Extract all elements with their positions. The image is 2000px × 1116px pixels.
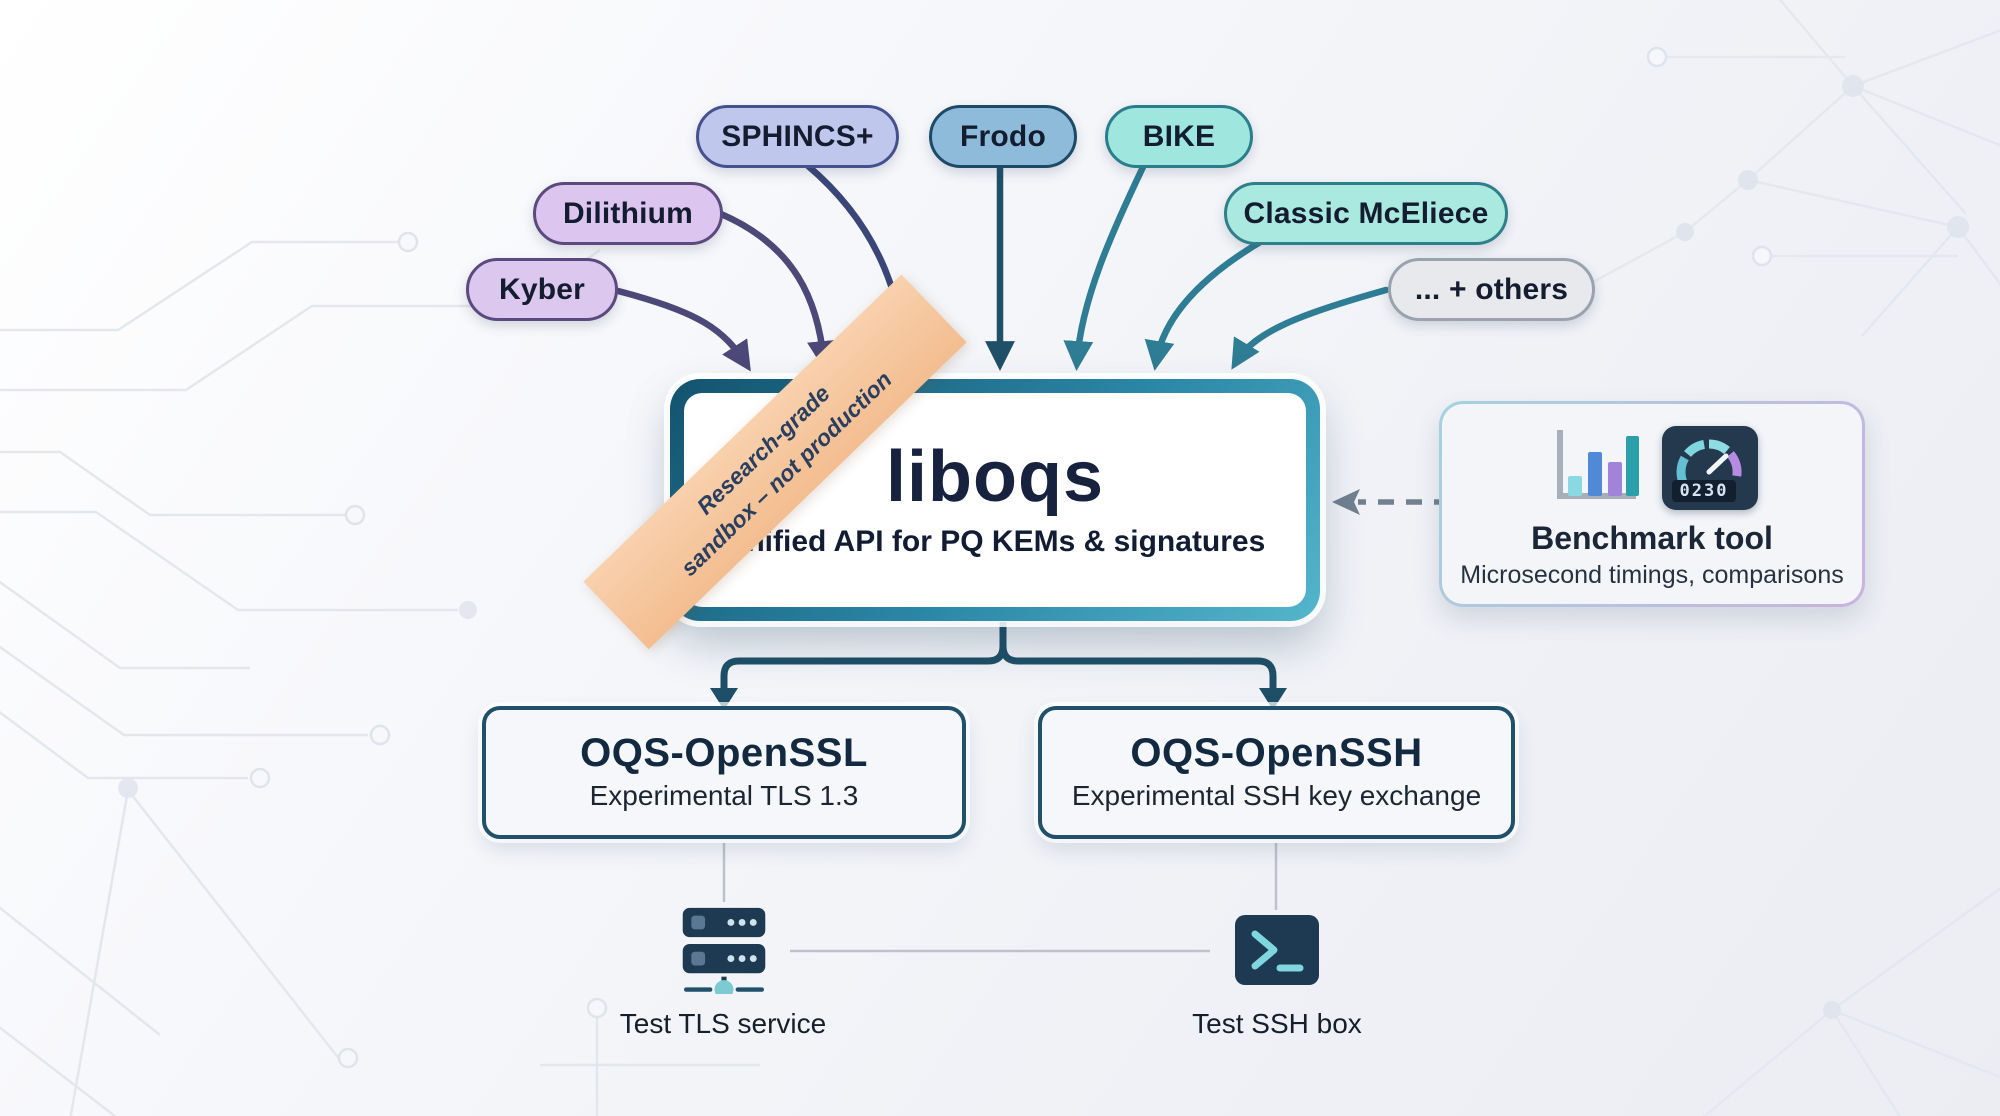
bar-chart-icon (1557, 430, 1639, 499)
node-classic-mceliece-label: Classic McEliece (1243, 196, 1489, 230)
arrow-dilithium (717, 210, 837, 371)
speedometer-icon: 0230 (1662, 426, 1758, 510)
node-bike-label: BIKE (1142, 119, 1216, 153)
node-frodo-label: Frodo (960, 119, 1046, 153)
arrow-kyber (614, 287, 751, 372)
endpoint-connectors (722, 843, 1278, 953)
node-others-label: ... + others (1414, 272, 1569, 306)
node-kyber: Kyber (466, 258, 618, 321)
terminal-icon (1235, 915, 1319, 985)
node-frodo: Frodo (929, 105, 1077, 168)
node-sphincs: SPHINCS+ (696, 105, 899, 168)
node-kyber-label: Kyber (498, 272, 586, 306)
connector-liboqs-split (720, 622, 1277, 690)
arrow-others (1231, 286, 1390, 370)
node-others: ... + others (1388, 258, 1595, 321)
oqs-openssh-title: OQS-OpenSSH (1130, 731, 1423, 775)
dashed-arrow-benchmark-to-liboqs (1332, 489, 1450, 515)
arrow-bike (1063, 163, 1147, 371)
oqs-openssh-box: OQS-OpenSSH Experimental SSH key exchang… (1038, 706, 1515, 839)
liboqs-title: liboqs (886, 437, 1104, 517)
node-dilithium-label: Dilithium (562, 196, 694, 230)
oqs-openssl-title: OQS-OpenSSL (580, 731, 868, 775)
arrowhead-to-openssh (1259, 688, 1287, 710)
benchmark-card-inner: 0230 Benchmark tool Microsecond timings,… (1442, 404, 1862, 604)
oqs-openssh-subtitle: Experimental SSH key exchange (1071, 780, 1482, 811)
node-dilithium: Dilithium (533, 182, 723, 245)
arrowhead-to-openssl (710, 688, 738, 710)
node-bike: BIKE (1105, 105, 1253, 168)
liboqs-subtitle: Unified API for PQ KEMs & signatures (724, 525, 1266, 558)
oqs-openssl-box: OQS-OpenSSL Experimental TLS 1.3 (482, 706, 966, 839)
test-tls-service-label: Test TLS service (619, 1008, 827, 1039)
test-ssh-box-label: Test SSH box (1192, 1008, 1362, 1039)
gauge-readout: 0230 (1672, 480, 1736, 502)
benchmark-title: Benchmark tool (1531, 520, 1773, 556)
benchmark-subtitle: Microsecond timings, comparisons (1460, 561, 1844, 589)
arrow-mceliece (1144, 237, 1266, 371)
node-classic-mceliece: Classic McEliece (1224, 182, 1508, 245)
node-sphincs-label: SPHINCS+ (721, 119, 874, 153)
oqs-openssl-subtitle: Experimental TLS 1.3 (589, 780, 859, 811)
server-icon (682, 907, 766, 994)
benchmark-icons: 0230 (1546, 422, 1758, 510)
benchmark-card: 0230 Benchmark tool Microsecond timings,… (1439, 401, 1865, 607)
